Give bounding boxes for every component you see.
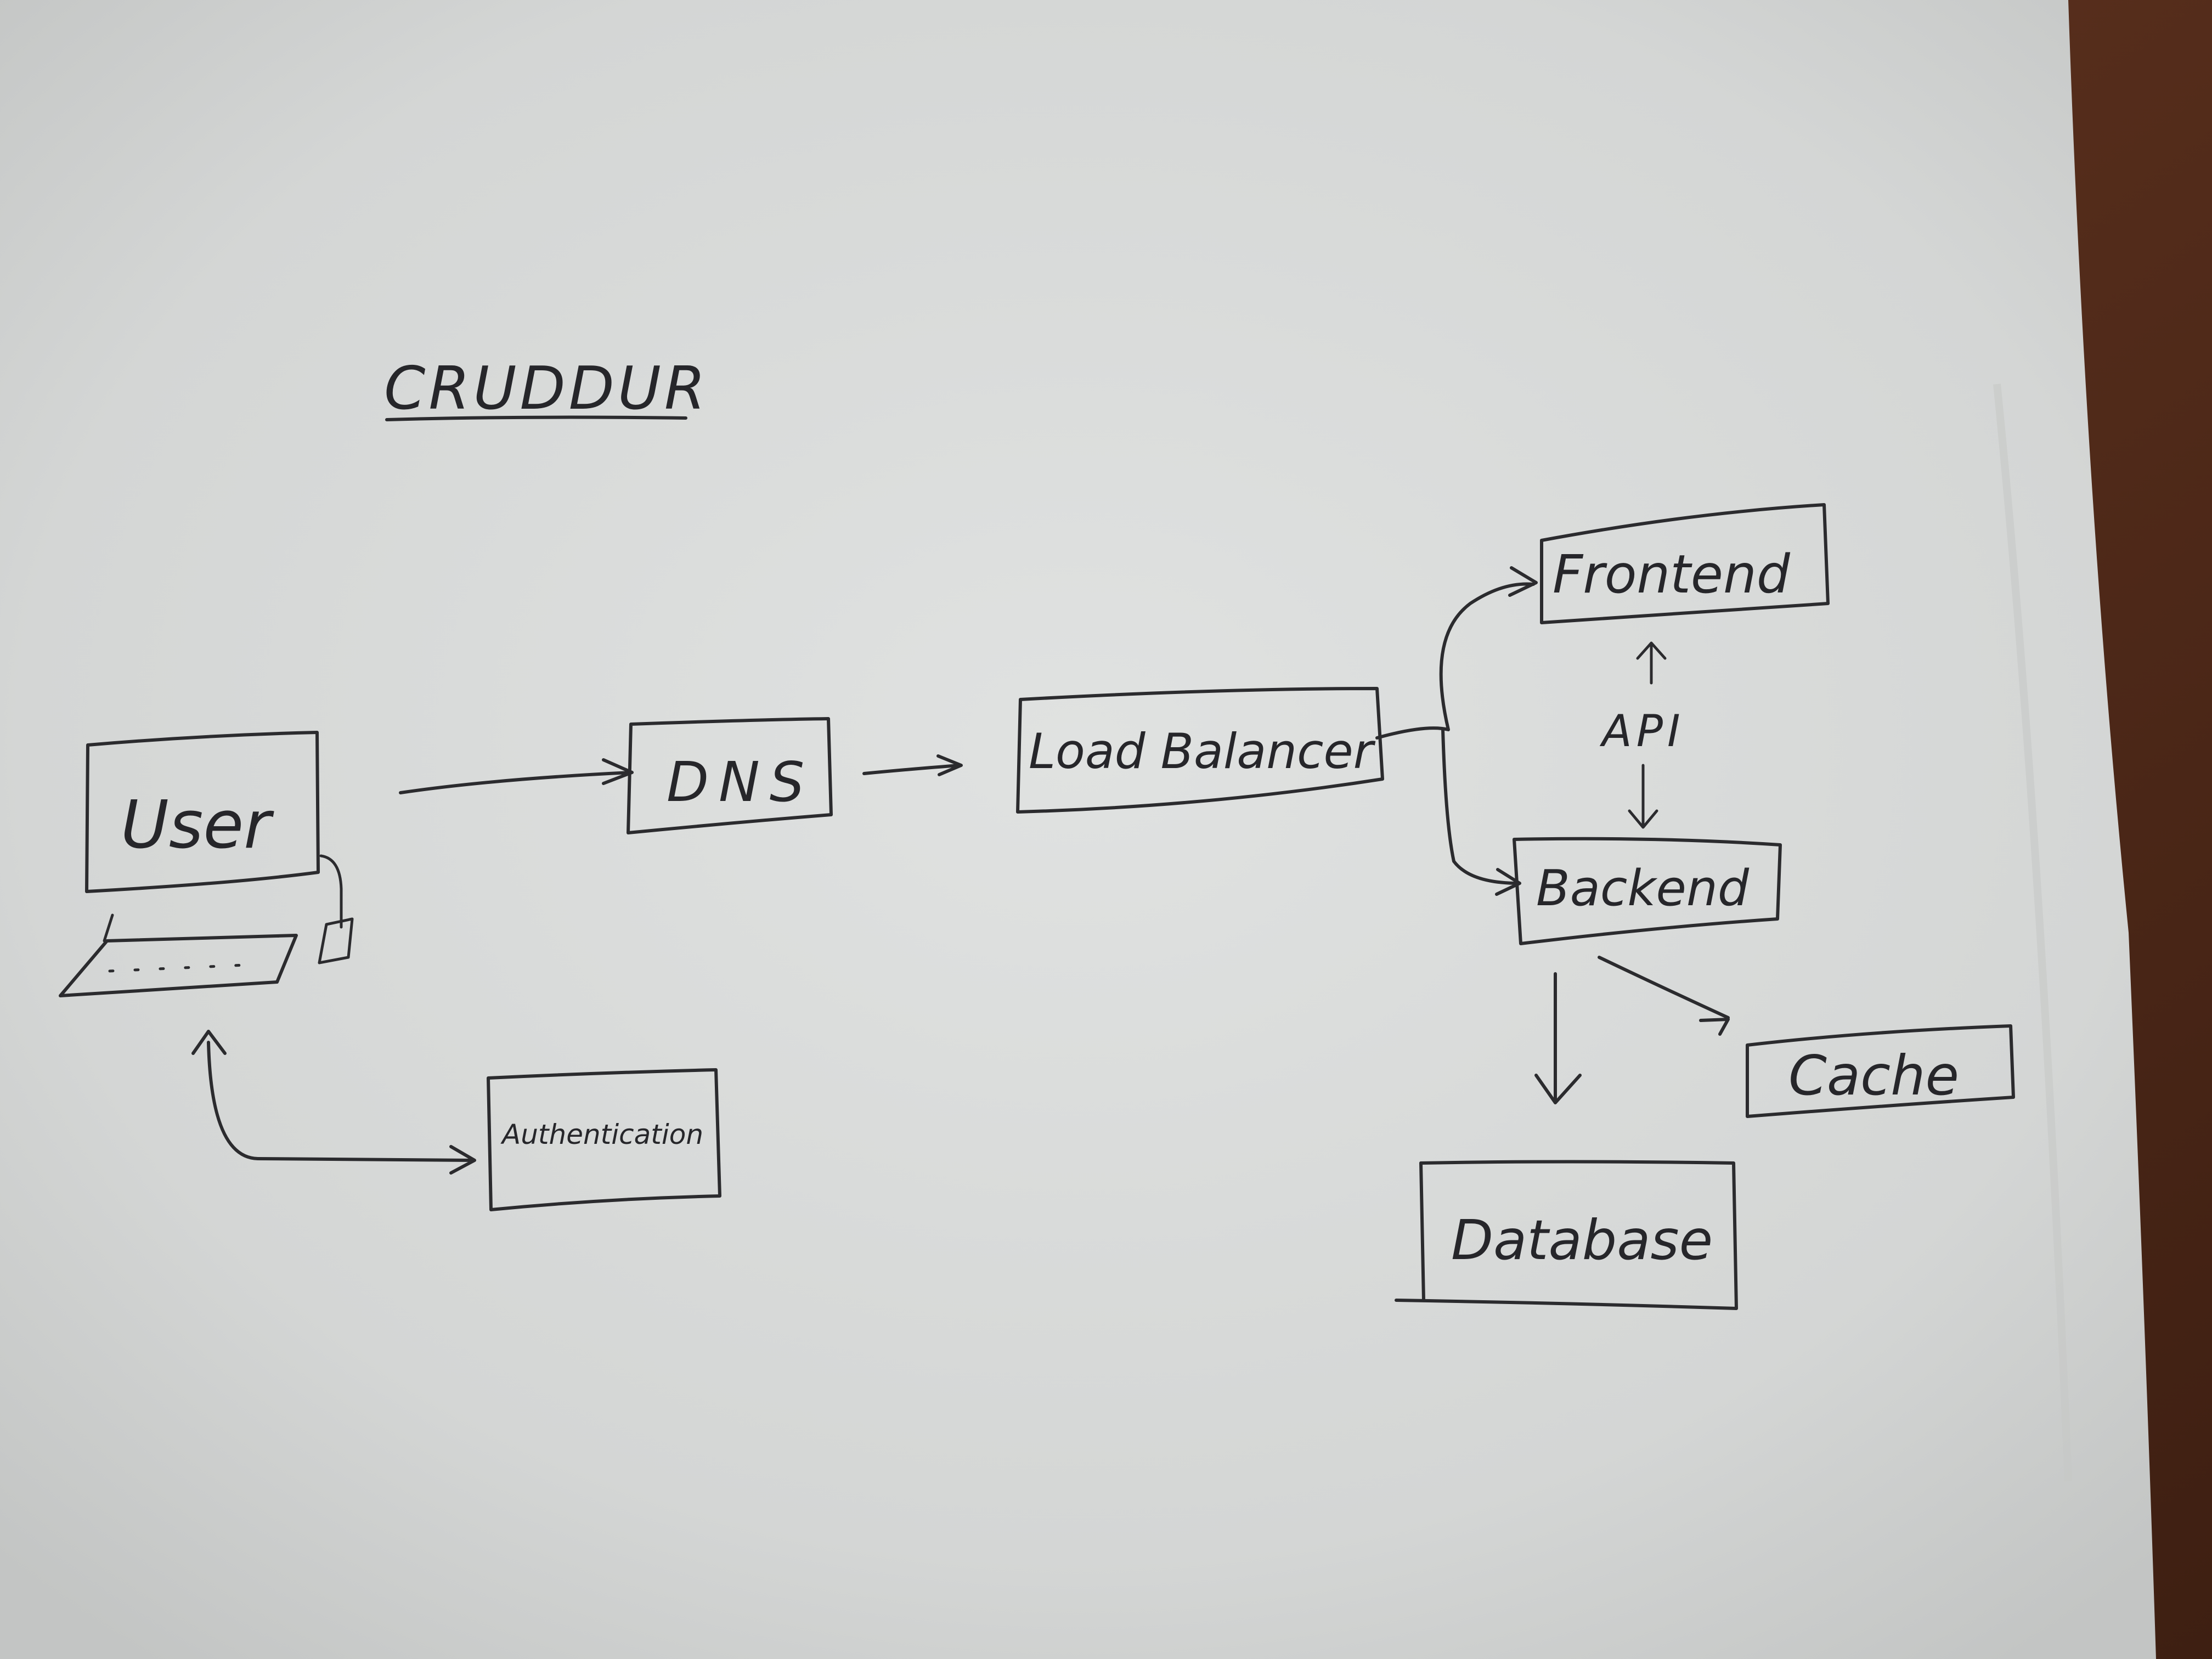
- napkin-fold: [1993, 383, 2072, 1482]
- database-label: Database: [1451, 1208, 1713, 1272]
- laptop-left-edge: [103, 913, 114, 943]
- dns-box: [627, 717, 833, 834]
- cache-label: Cache: [1788, 1043, 1959, 1108]
- user-screen-box: [85, 731, 320, 893]
- arrow-user-authentication: [191, 1030, 476, 1175]
- load-balancer-node: Load Balancer: [1016, 687, 1384, 814]
- laptop-hinge: [319, 854, 343, 929]
- api-down-arrow: [1628, 764, 1658, 829]
- laptop-keyboard: [59, 934, 298, 997]
- mouse-icon: [318, 917, 354, 964]
- arrow-backend-to-cache: [1598, 956, 1730, 1036]
- arrow-dns-to-load-balancer: [862, 754, 963, 776]
- api-up-arrow: [1636, 641, 1667, 685]
- user-label: User: [121, 787, 274, 864]
- dns-node: DNS: [627, 717, 833, 834]
- frontend-box: [1540, 503, 1830, 624]
- arrow-backend-to-database: [1534, 972, 1582, 1104]
- database-node: Database: [1395, 1160, 1738, 1310]
- api-label: API: [1599, 706, 1685, 757]
- backend-node: Backend: [1513, 837, 1782, 945]
- dns-label: DNS: [667, 750, 814, 814]
- backend-label: Backend: [1536, 860, 1750, 917]
- database-box: [1395, 1160, 1738, 1310]
- napkin: [0, 0, 2156, 1659]
- arrow-load-balancer-to-frontend: [1375, 566, 1538, 740]
- laptop-keys: [108, 963, 259, 973]
- frontend-label: Frontend: [1553, 544, 1791, 605]
- authentication-node: Authentication: [487, 1068, 721, 1211]
- authentication-box: [487, 1068, 721, 1211]
- load-balancer-label: Load Balancer: [1029, 723, 1376, 780]
- cache-box: [1746, 1024, 2015, 1118]
- frontend-node: Frontend: [1540, 503, 1830, 624]
- user-laptop: User: [59, 731, 354, 997]
- title-underline: [385, 415, 687, 421]
- load-balancer-box: [1016, 687, 1384, 814]
- arrow-user-to-dns: [399, 758, 634, 794]
- authentication-label: Authentication: [500, 1119, 703, 1150]
- cache-node: Cache: [1746, 1024, 2015, 1118]
- database-box-left: [1419, 1161, 1425, 1302]
- api-connector: API: [1599, 641, 1685, 829]
- backend-box: [1513, 837, 1782, 945]
- arrow-load-balancer-to-backend: [1441, 728, 1521, 896]
- page-title: CRUDDUR: [384, 354, 709, 423]
